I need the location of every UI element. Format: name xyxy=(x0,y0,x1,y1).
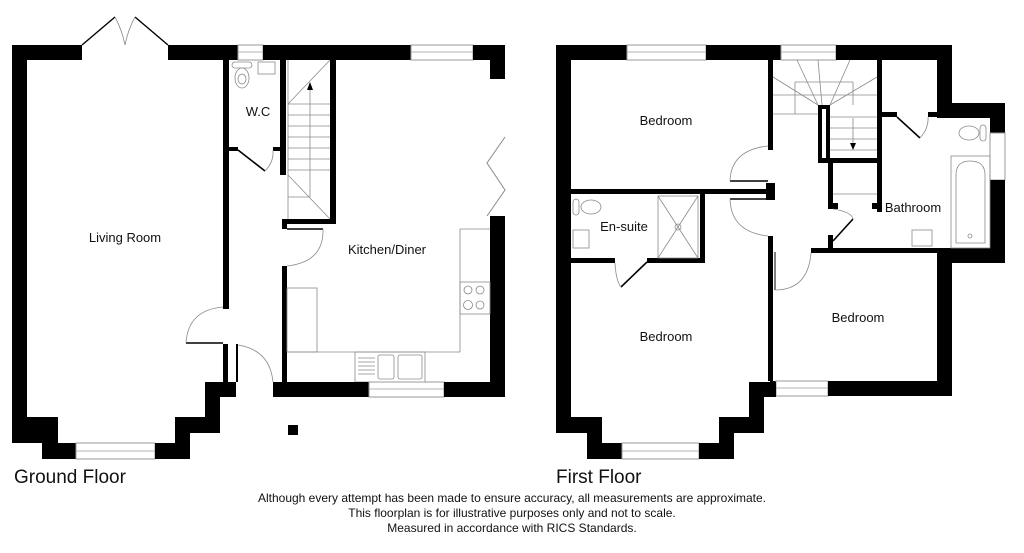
toilet-icon xyxy=(231,61,253,89)
shower-icon xyxy=(657,195,699,259)
room-label-bedroom-3: Bedroom xyxy=(832,310,885,325)
room-label-bedroom-2: Bedroom xyxy=(640,329,693,344)
bifold-door-icon xyxy=(486,136,506,217)
floor-title-first: First Floor xyxy=(556,467,642,488)
window xyxy=(775,380,829,397)
staircase-icon xyxy=(772,59,882,212)
wall xyxy=(223,344,228,382)
window xyxy=(626,44,707,61)
wall xyxy=(223,60,229,147)
window xyxy=(237,44,264,61)
wall xyxy=(223,147,229,309)
wall xyxy=(556,45,571,430)
toilet-icon xyxy=(958,124,987,142)
room-label-wc: W.C xyxy=(246,104,271,119)
disclaimer-line: Although every attempt has been made to … xyxy=(257,491,767,505)
wall xyxy=(273,382,369,397)
door xyxy=(237,149,266,172)
staircase-icon xyxy=(282,59,336,229)
front-door-arc xyxy=(237,344,274,383)
wall xyxy=(282,266,287,397)
disclaimer: Although every attempt has been made to … xyxy=(0,491,1024,536)
wall xyxy=(490,45,505,79)
disclaimer-line: Measured in accordance with RICS Standar… xyxy=(387,521,637,535)
kitchen-units xyxy=(286,228,491,383)
wall xyxy=(223,147,238,151)
window xyxy=(780,44,837,61)
basin-icon xyxy=(572,229,590,249)
bath-icon xyxy=(950,155,991,249)
wall xyxy=(273,147,284,151)
ground-floor-plan: Living Room W.C Kitchen/Diner xyxy=(12,16,506,460)
wall xyxy=(444,382,505,397)
wall xyxy=(490,216,505,397)
post xyxy=(288,425,298,435)
room-label-bathroom: Bathroom xyxy=(885,200,941,215)
room-label-living-room: Living Room xyxy=(89,230,161,245)
floor-title-ground: Ground Floor xyxy=(14,467,126,488)
room-label-en-suite: En-suite xyxy=(600,219,648,234)
french-doors-icon xyxy=(81,16,169,46)
window xyxy=(989,132,1006,181)
disclaimer-line: This floorplan is for illustrative purpo… xyxy=(348,506,676,520)
basin-icon xyxy=(911,229,933,247)
basin-icon xyxy=(257,61,276,75)
window xyxy=(368,381,445,398)
window xyxy=(410,44,474,61)
room-label-bedroom-1: Bedroom xyxy=(640,113,693,128)
wall xyxy=(263,45,411,60)
wall xyxy=(168,45,238,60)
hob-icon xyxy=(459,281,491,315)
wall xyxy=(12,45,27,430)
first-floor-plan: Bedroom En-suite Bathroom Bedroom Bedroo… xyxy=(556,44,1006,460)
wall xyxy=(280,60,286,175)
room-label-kitchen-diner: Kitchen/Diner xyxy=(348,242,427,257)
wall xyxy=(236,344,238,382)
toilet-icon xyxy=(572,198,602,216)
sink-icon xyxy=(354,351,426,383)
wall xyxy=(12,45,82,60)
